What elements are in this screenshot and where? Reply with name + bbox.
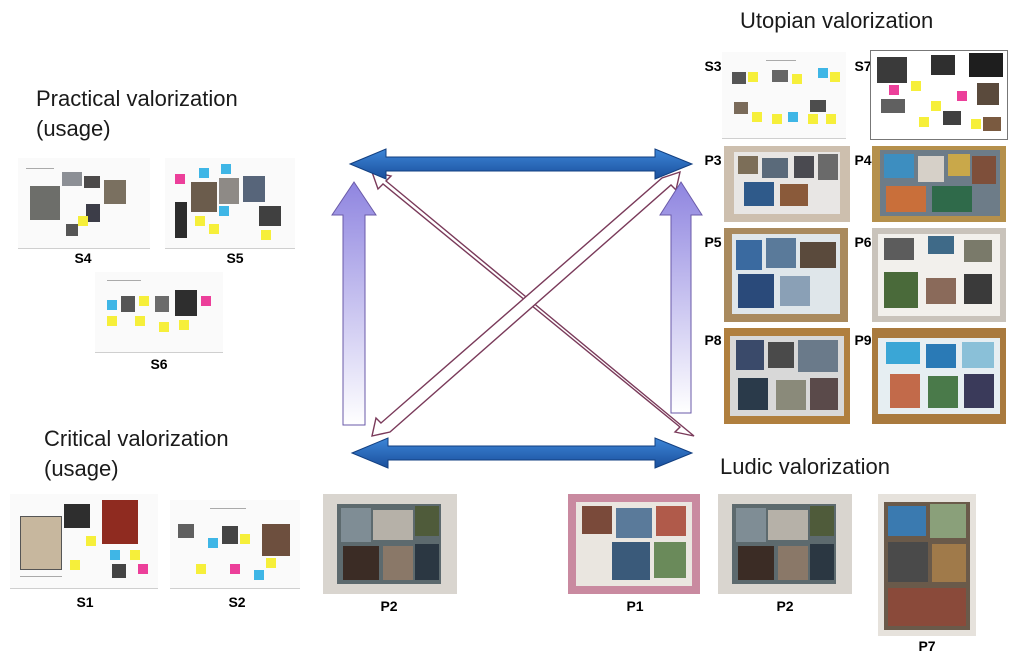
p4-thumbnail: [872, 146, 1006, 222]
label-p9: P9: [854, 332, 872, 348]
critical-title-line2: (usage): [44, 456, 119, 481]
label-p5: P5: [704, 234, 722, 250]
p7-thumbnail: [878, 494, 976, 636]
practical-title-line1: Practical valorization: [36, 86, 238, 111]
s1-thumbnail: [10, 494, 158, 589]
left-vertical-arrow: [331, 181, 377, 426]
label-p8: P8: [704, 332, 722, 348]
ludic-valorization-title: Ludic valorization: [720, 454, 890, 479]
practical-title-line2: (usage): [36, 116, 111, 141]
top-horizontal-arrow: [348, 148, 694, 180]
p5-thumbnail: [724, 228, 848, 322]
p8-thumbnail: [724, 328, 850, 424]
label-s4: S4: [74, 250, 92, 266]
critical-valorization-title: Critical valorization (usage): [44, 424, 229, 484]
diagonal-arrow-topright-bottomleft: [371, 170, 681, 437]
s4-thumbnail: [18, 158, 150, 249]
label-s6: S6: [150, 356, 168, 372]
label-s7: S7: [854, 58, 872, 74]
practical-valorization-title: Practical valorization (usage): [36, 84, 238, 144]
label-p2-left: P2: [380, 598, 398, 614]
bottom-horizontal-arrow: [350, 437, 694, 469]
label-p7: P7: [918, 638, 936, 654]
label-p2-right: P2: [776, 598, 794, 614]
p2-right-thumbnail: [718, 494, 852, 594]
critical-title-line1: Critical valorization: [44, 426, 229, 451]
label-p6: P6: [854, 234, 872, 250]
s2-thumbnail: [170, 500, 300, 589]
p6-thumbnail: [872, 228, 1006, 322]
utopian-valorization-title: Utopian valorization: [740, 8, 934, 33]
p1-thumbnail: [568, 494, 700, 594]
p2-left-thumbnail: [323, 494, 457, 594]
label-s1: S1: [76, 594, 94, 610]
label-s5: S5: [226, 250, 244, 266]
right-vertical-arrow: [659, 181, 703, 414]
label-p1: P1: [626, 598, 644, 614]
p3-thumbnail: [724, 146, 850, 222]
p9-thumbnail: [872, 328, 1006, 424]
label-p4: P4: [854, 152, 872, 168]
label-s2: S2: [228, 594, 246, 610]
s3-thumbnail: [722, 52, 846, 139]
s5-thumbnail: [165, 158, 295, 249]
label-p3: P3: [704, 152, 722, 168]
label-s3: S3: [704, 58, 722, 74]
s7-thumbnail: [870, 50, 1008, 140]
s6-thumbnail: [95, 272, 223, 353]
